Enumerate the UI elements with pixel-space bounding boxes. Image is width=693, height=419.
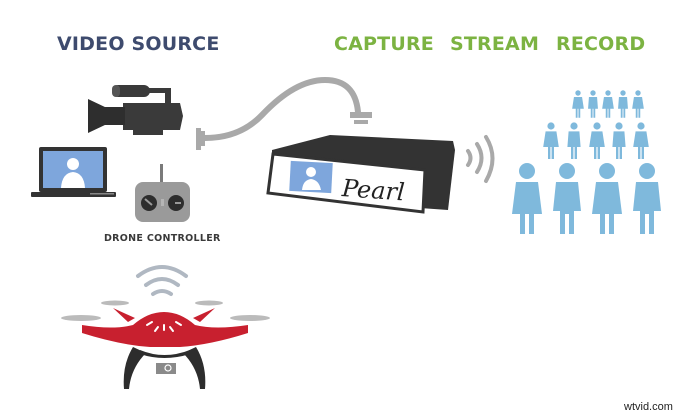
wifi-signal-icon <box>136 265 188 296</box>
watermark: wtvid.com <box>624 401 673 413</box>
video-source-heading: VIDEO SOURCE <box>57 33 220 55</box>
drone-icon <box>61 300 270 389</box>
stream-heading: STREAM <box>450 33 540 55</box>
capture-heading: CAPTURE <box>334 33 434 55</box>
video-camera-icon <box>88 85 183 135</box>
cable-icon <box>196 76 372 150</box>
audience-icon <box>512 90 661 234</box>
drone-controller-icon <box>135 164 190 222</box>
drone-controller-label: DRONE CONTROLLER <box>104 233 221 244</box>
record-heading: RECORD <box>556 33 646 55</box>
pearl-device-icon: Pearl <box>266 135 455 214</box>
broadcast-waves-icon <box>466 135 495 183</box>
pearl-logo-text: Pearl <box>340 174 406 206</box>
laptop-icon <box>31 147 116 197</box>
